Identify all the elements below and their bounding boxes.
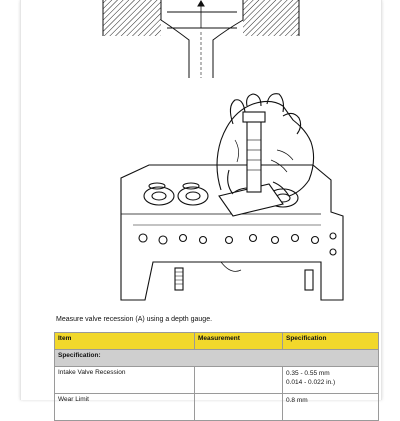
manual-page: Measure valve recession (A) using a dept… bbox=[20, 0, 382, 421]
row-item: Wear Limit bbox=[54, 393, 195, 421]
table-row: Intake Valve Recession 0.35 - 0.55 mm 0.… bbox=[54, 366, 379, 394]
valve-cross-section bbox=[102, 0, 300, 78]
table-row: Wear Limit 0.8 mm bbox=[54, 393, 379, 421]
depth-gauge-hand bbox=[216, 93, 315, 217]
row-specification: 0.8 mm bbox=[282, 393, 379, 421]
cylinder-head bbox=[120, 164, 344, 301]
specification-table: Item Measurement Specification Specifica… bbox=[54, 332, 379, 421]
spec-imperial: 0.014 - 0.022 in.) bbox=[286, 379, 336, 386]
spec-metric: 0.8 mm bbox=[286, 397, 308, 404]
spec-metric: 0.35 - 0.55 mm bbox=[286, 370, 330, 377]
valve-recession-illustration bbox=[102, 0, 344, 301]
row-specification: 0.35 - 0.55 mm 0.014 - 0.022 in.) bbox=[282, 366, 379, 394]
table-section-row: Specification: bbox=[54, 349, 379, 367]
row-measurement bbox=[194, 393, 283, 421]
header-specification: Specification bbox=[282, 332, 379, 350]
table-header-row: Item Measurement Specification bbox=[54, 332, 379, 350]
section-label: Specification: bbox=[54, 349, 379, 367]
row-measurement bbox=[194, 366, 283, 394]
header-item: Item bbox=[54, 332, 195, 350]
row-item: Intake Valve Recession bbox=[54, 366, 195, 394]
header-measurement: Measurement bbox=[194, 332, 283, 350]
figure-caption: Measure valve recession (A) using a dept… bbox=[56, 316, 213, 323]
